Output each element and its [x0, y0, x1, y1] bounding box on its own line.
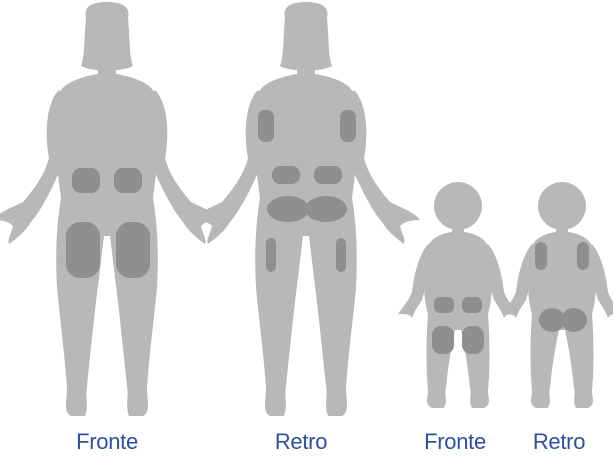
child-front-thigh-right-zone [462, 326, 484, 354]
adult-front-thigh-left-zone [66, 222, 100, 278]
adult-back-buttock-right-zone [305, 196, 347, 222]
adult-front-figure [0, 2, 221, 416]
adult-back-outer-thigh-right-zone [336, 238, 346, 272]
adult-front-abdomen-right-zone [114, 168, 142, 193]
adult-back-figure [192, 2, 420, 416]
child-back-label: Retro [509, 429, 609, 455]
child-back-silhouette [502, 182, 613, 408]
adult-back-waist-right-zone [314, 166, 342, 184]
adult-back-label: Retro [251, 429, 351, 455]
adult-front-silhouette [0, 2, 221, 416]
child-front-label: Fronte [405, 429, 505, 455]
adult-back-buttock-left-zone [267, 196, 309, 222]
adult-back-waist-left-zone [272, 166, 300, 184]
adult-back-outer-thigh-left-zone [266, 238, 276, 272]
adult-front-thigh-right-zone [116, 222, 150, 278]
child-back-upper-arm-left-zone [535, 242, 547, 270]
adult-back-upper-arm-left-zone [258, 110, 274, 142]
child-back-figure [502, 182, 613, 408]
child-back-upper-arm-right-zone [577, 242, 589, 270]
child-front-abdomen-right-zone [462, 297, 482, 313]
child-back-buttock-right-zone [561, 308, 587, 332]
child-front-thigh-left-zone [432, 326, 454, 354]
adult-back-upper-arm-right-zone [340, 110, 356, 142]
child-front-abdomen-left-zone [434, 297, 454, 313]
adult-front-label: Fronte [57, 429, 157, 455]
adult-front-abdomen-left-zone [72, 168, 100, 193]
